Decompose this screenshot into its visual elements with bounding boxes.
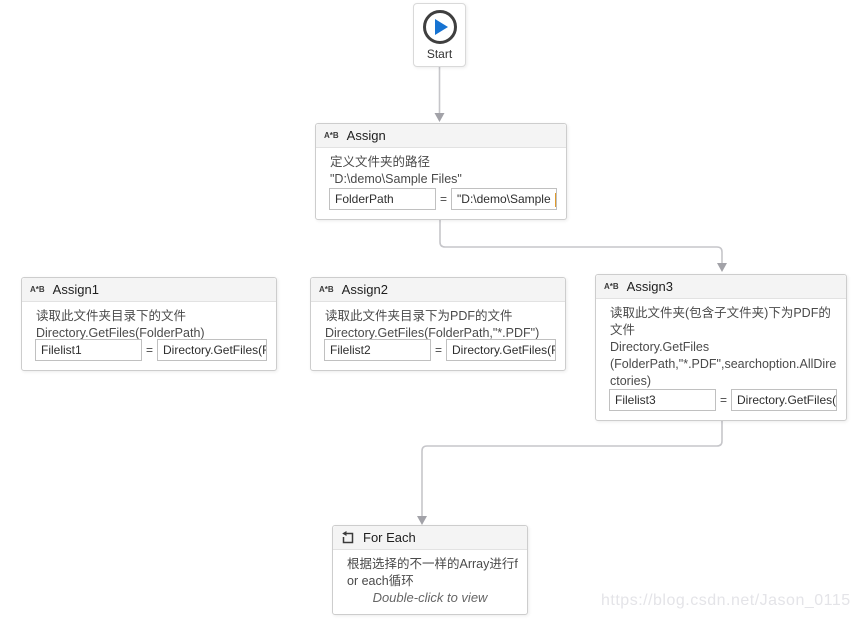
assign-expression-row: FolderPath = "D:\demo\Sample: [329, 188, 557, 210]
arrowhead: [417, 516, 427, 525]
activity-title: Assign2: [341, 282, 388, 297]
assign-icon: A*B: [30, 285, 45, 294]
annotation-line: 定义文件夹的路径: [330, 155, 431, 169]
activity-header: A*B Assign1: [22, 278, 276, 302]
assign-value-field[interactable]: Directory.GetFiles(F: [157, 339, 267, 361]
for-each-icon: [342, 530, 354, 543]
activity-assign3[interactable]: A*B Assign3 读取此文件夹(包含子文件夹)下为PDF的文件 Direc…: [595, 274, 847, 421]
assign-icon: A*B: [319, 285, 334, 294]
annotation-line: 读取此文件夹目录下为PDF的文件: [325, 309, 513, 323]
annotation-line: Directory.GetFiles: [610, 340, 710, 354]
connector-assign-assign3: [439, 220, 723, 263]
activity-header: For Each: [333, 526, 527, 550]
activity-assign1[interactable]: A*B Assign1 读取此文件夹目录下的文件 Directory.GetFi…: [21, 277, 277, 371]
annotation: 读取此文件夹目录下为PDF的文件 Directory.GetFiles(Fold…: [311, 302, 565, 342]
annotation-line: 读取此文件夹(包含子文件夹)下为PDF的文件: [610, 306, 831, 337]
assign-to-field[interactable]: Filelist3: [609, 389, 716, 411]
double-click-hint: Double-click to view: [372, 590, 488, 605]
annotation-line: 根据选择的不一样的Array进行for each循环: [347, 557, 518, 588]
assign-expression-row: Filelist2 = Directory.GetFiles(F: [324, 339, 556, 361]
annotation-line: "D:\demo\Sample Files": [330, 172, 462, 186]
start-node[interactable]: Start: [413, 3, 466, 67]
annotation-line: 读取此文件夹目录下的文件: [36, 309, 187, 323]
activity-title: For Each: [363, 530, 416, 545]
activity-for-each[interactable]: For Each 根据选择的不一样的Array进行for each循环 Doub…: [332, 525, 528, 615]
arrowhead: [434, 113, 445, 122]
equals-sign: =: [720, 393, 728, 407]
assign-expression-row: Filelist3 = Directory.GetFiles(F: [609, 389, 837, 411]
activity-header: A*B Assign3: [596, 275, 846, 299]
annotation: 根据选择的不一样的Array进行for each循环: [333, 550, 527, 590]
start-label: Start: [426, 47, 453, 61]
assign-icon: A*B: [324, 131, 339, 140]
assign-expression-row: Filelist1 = Directory.GetFiles(F: [35, 339, 267, 361]
annotation: 读取此文件夹目录下的文件 Directory.GetFiles(FolderPa…: [22, 302, 276, 342]
annotation-line: (FolderPath,"*.PDF",searchoption.AllDire…: [610, 357, 837, 388]
annotation-line: Directory.GetFiles(FolderPath,"*.PDF"): [325, 326, 540, 340]
equals-sign: =: [435, 343, 443, 357]
activity-assign2[interactable]: A*B Assign2 读取此文件夹目录下为PDF的文件 Directory.G…: [310, 277, 566, 371]
annotation: 定义文件夹的路径 "D:\demo\Sample Files": [316, 148, 566, 188]
arrowhead: [717, 263, 727, 272]
assign-to-field[interactable]: Filelist2: [324, 339, 431, 361]
assign-to-field[interactable]: FolderPath: [329, 188, 436, 210]
connector-assign3-foreach: [421, 421, 723, 516]
annotation: 读取此文件夹(包含子文件夹)下为PDF的文件 Directory.GetFile…: [596, 299, 846, 390]
activity-title: Assign3: [626, 279, 673, 294]
activity-header: A*B Assign: [316, 124, 566, 148]
equals-sign: =: [146, 343, 154, 357]
assign-value-field[interactable]: Directory.GetFiles(F: [446, 339, 556, 361]
assign-to-field[interactable]: Filelist1: [35, 339, 142, 361]
activity-title: Assign: [346, 128, 386, 143]
equals-sign: =: [440, 192, 448, 206]
activity-header: A*B Assign2: [311, 278, 565, 302]
watermark: https://blog.csdn.net/Jason_0115: [601, 592, 851, 609]
activity-assign[interactable]: A*B Assign 定义文件夹的路径 "D:\demo\Sample File…: [315, 123, 567, 220]
assign-value-field[interactable]: Directory.GetFiles(F: [731, 389, 837, 411]
assign-value-field[interactable]: "D:\demo\Sample: [451, 188, 557, 210]
annotation-line: Directory.GetFiles(FolderPath): [36, 326, 205, 340]
activity-title: Assign1: [52, 282, 99, 297]
assign-icon: A*B: [604, 282, 619, 291]
text-caret: [554, 192, 557, 207]
play-icon: [422, 10, 457, 44]
